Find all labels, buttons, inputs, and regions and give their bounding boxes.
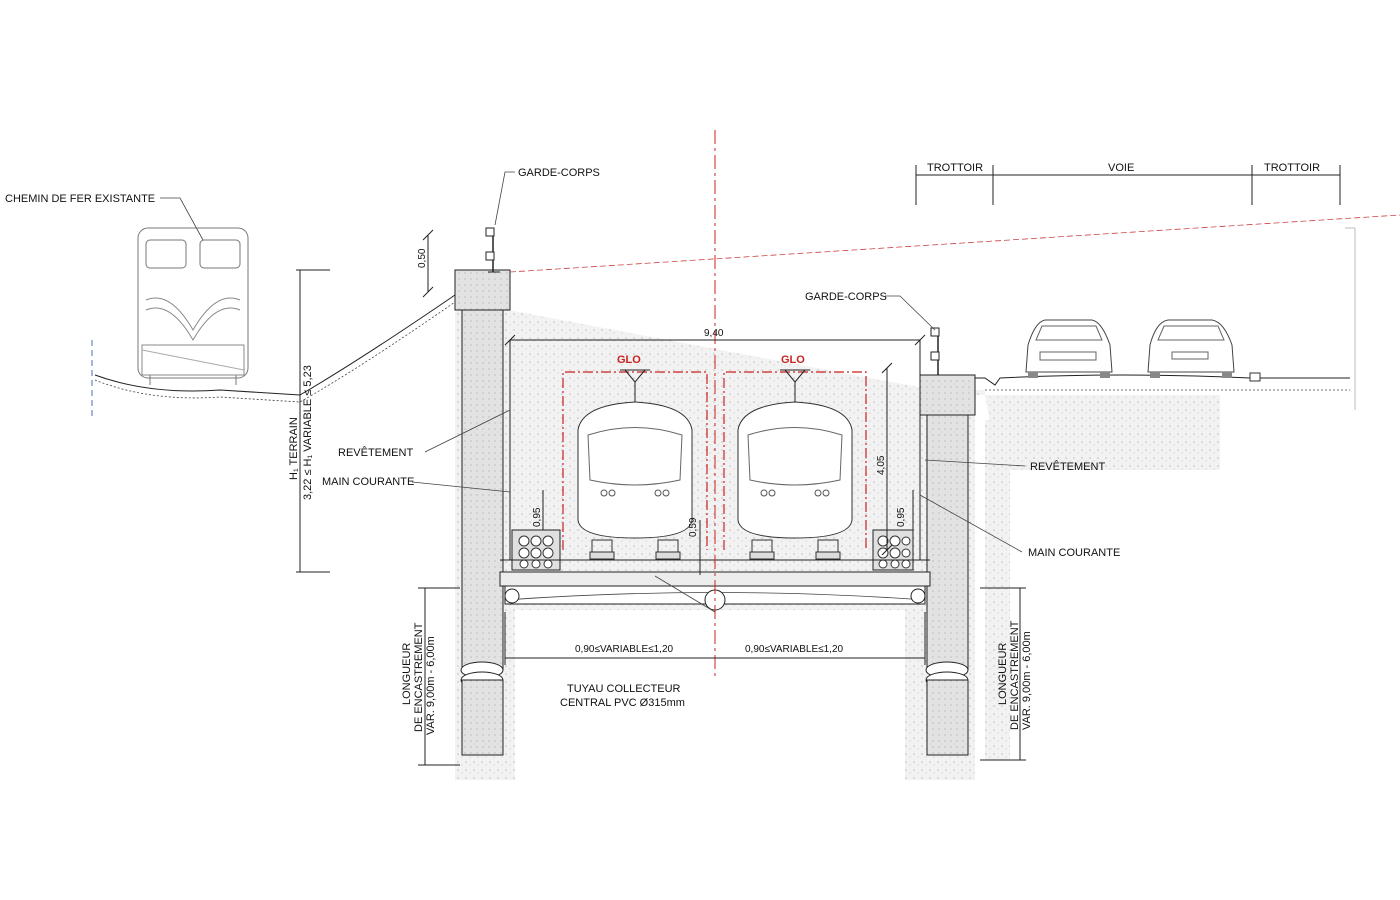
- right-diaphragm-wall: [919, 374, 976, 756]
- guardrail-right-post: [930, 327, 940, 375]
- gauge-left-label: GLO: [617, 354, 641, 366]
- collector-label-1: TUYAU COLLECTEUR: [567, 683, 681, 695]
- sidewalk-right-label: TROTTOIR: [1264, 162, 1320, 174]
- guardrail-left-post: [485, 227, 500, 273]
- gauge-right: [723, 371, 867, 550]
- profile-line: [509, 214, 1400, 273]
- terrain-dimension-line: [296, 269, 330, 573]
- collector-label-2: CENTRAL PVC Ø315mm: [560, 697, 685, 709]
- tram-left: [577, 369, 693, 560]
- guardrail-left-label: GARDE-CORPS: [518, 167, 600, 179]
- lining-right-label: REVÊTEMENT: [1030, 460, 1105, 473]
- embedment-dimension-lines: [418, 587, 1026, 766]
- road-dimension-line: [915, 165, 1341, 205]
- embed-left-label-2: DE ENCASTREMENT: [413, 622, 425, 732]
- left-diaphragm-wall: [454, 269, 511, 756]
- cable-duct-left: [511, 529, 561, 571]
- handrail-right-label: MAIN COURANTE: [1028, 547, 1120, 559]
- dimension-center: 0,59: [688, 517, 699, 537]
- embed-right-label-2: DE ENCASTREMENT: [1009, 620, 1021, 730]
- dimension-handrail-left: 0,95: [532, 507, 543, 527]
- dimension-variable-left: 0,90≤VARIABLE≤1,20: [575, 644, 674, 655]
- right-road: [975, 227, 1356, 410]
- dimension-handrail-right: 0,95: [896, 507, 907, 527]
- car-1: [1025, 319, 1113, 378]
- embed-right-label-3: VAR. 9,00m - 6,00m: [1021, 631, 1033, 730]
- terrain-label-2: 3,22 ≤ H₁ VARIABLE ≤ 5,23: [302, 365, 314, 500]
- road-label: VOIE: [1108, 162, 1134, 174]
- embed-left-label-3: VAR. 9,00m - 6,00m: [425, 636, 437, 735]
- locomotive: [137, 227, 249, 385]
- existing-railway-label: CHEMIN DE FER EXISTANTE: [5, 193, 155, 205]
- variable-dimension-lines: [504, 612, 926, 665]
- lining-left-label: REVÊTEMENT: [338, 446, 413, 459]
- tram-right: [737, 369, 853, 560]
- embed-left-label-1: LONGUEUR: [401, 643, 413, 705]
- dimension-parapet: 0,50: [417, 248, 428, 268]
- dimension-height: 4,05: [876, 455, 887, 475]
- cable-duct-right: [872, 529, 914, 571]
- height-dimension-line: [881, 362, 893, 556]
- width-dimension-line: [504, 334, 926, 346]
- embed-right-label-1: LONGUEUR: [997, 643, 1009, 705]
- handrail-left-label: MAIN COURANTE: [322, 476, 414, 488]
- guardrail-right-label: GARDE-CORPS: [805, 291, 887, 303]
- leader-lines: [160, 171, 1026, 613]
- parapet-dimension-line: [422, 229, 434, 298]
- sidewalk-left-label: TROTTOIR: [927, 162, 983, 174]
- gauge-right-label: GLO: [781, 354, 805, 366]
- car-2: [1147, 319, 1235, 378]
- dimension-variable-right: 0,90≤VARIABLE≤1,20: [745, 644, 844, 655]
- terrain-label-1: H₁ TERRAIN: [288, 417, 300, 480]
- gauge-left: [562, 371, 708, 550]
- dimension-width: 9,40: [704, 328, 724, 339]
